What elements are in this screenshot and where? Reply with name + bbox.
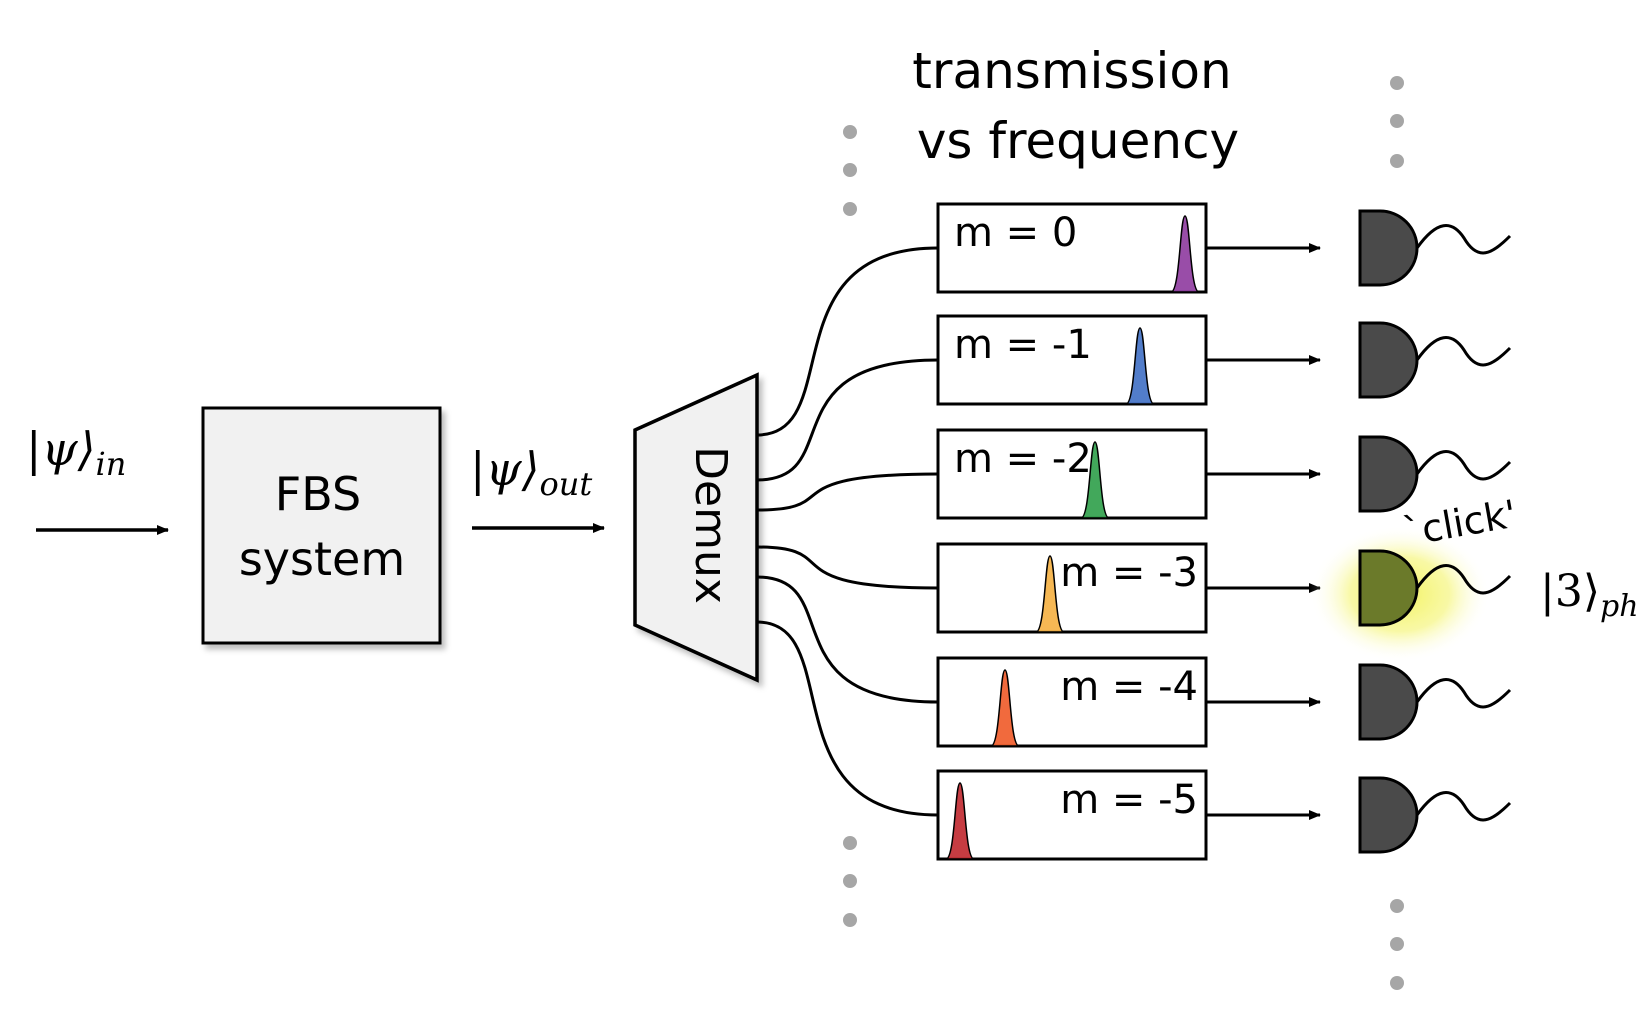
detector-icon — [1358, 321, 1419, 399]
photon-state-ket: |3⟩ph — [1540, 566, 1639, 624]
channel-row: m = -3 — [756, 526, 1512, 662]
fbs-system-box: FBS system — [201, 406, 442, 645]
detector-icon — [1358, 435, 1419, 513]
detector-wire — [1415, 564, 1512, 595]
channel-row: m = -5 — [756, 620, 1512, 861]
fiber-line — [756, 246, 939, 437]
ellipsis-dot — [843, 163, 857, 177]
demux-block: Demux — [633, 372, 759, 683]
fiber-line — [756, 575, 939, 704]
system-label-line2: system — [239, 532, 405, 586]
ellipsis-dot — [843, 913, 857, 927]
detector-icon — [1358, 209, 1419, 287]
detector-wire — [1415, 791, 1512, 822]
fiber-line — [756, 545, 939, 590]
output-state: |ψ⟩out — [470, 442, 605, 533]
transmission-peak — [1035, 555, 1065, 633]
channel-list: m = 0 m = -1 m = -2 m = -3 m = -4 m = -5 — [756, 202, 1512, 861]
channel-label: m = -4 — [1060, 664, 1198, 710]
transmission-peak — [1125, 327, 1155, 405]
ellipsis-dot — [1390, 114, 1404, 128]
transmission-heading: transmission vs frequency — [912, 42, 1239, 170]
channel-label: m = 0 — [954, 210, 1077, 256]
channel-label: m = -3 — [1060, 550, 1198, 596]
channel-label: m = -5 — [1060, 777, 1198, 823]
input-state: |ψ⟩in — [26, 422, 169, 535]
system-label-line1: FBS — [275, 467, 361, 521]
channel-label: m = -2 — [954, 436, 1092, 482]
channel-row: m = -1 — [756, 314, 1512, 482]
detector-wire — [1415, 450, 1512, 481]
transmission-box — [936, 542, 1208, 634]
ellipsis-dot — [1390, 154, 1404, 168]
ellipsis-dot — [843, 836, 857, 850]
detector-icon — [1358, 549, 1419, 627]
transmission-box — [936, 769, 1208, 861]
click-label: `click' — [1400, 492, 1520, 555]
ellipsis-dot — [1390, 899, 1404, 913]
fiber-line — [756, 358, 939, 482]
input-ket: |ψ⟩in — [26, 422, 126, 483]
detector-wire — [1415, 336, 1512, 367]
detector-icon — [1358, 663, 1419, 741]
detector-wire — [1415, 678, 1512, 709]
transmission-box — [936, 656, 1208, 748]
fiber-line — [756, 472, 939, 512]
channel-label: m = -1 — [954, 322, 1092, 368]
fiber-line — [756, 620, 939, 817]
transmission-box — [936, 314, 1208, 406]
heading-line2: vs frequency — [917, 112, 1239, 170]
transmission-peak — [1080, 441, 1110, 519]
channel-row: m = -2 — [756, 428, 1512, 520]
ellipsis-dot — [843, 202, 857, 216]
detector-icon — [1358, 776, 1419, 854]
demux-label: Demux — [685, 446, 736, 604]
transmission-box — [936, 202, 1208, 294]
ellipsis-dot — [1390, 976, 1404, 990]
output-ket: |ψ⟩out — [470, 442, 592, 503]
transmission-peak — [1170, 215, 1200, 293]
transmission-peak — [945, 782, 975, 860]
detector-wire — [1415, 224, 1512, 255]
heading-line1: transmission — [912, 42, 1231, 100]
ellipsis-dot — [843, 874, 857, 888]
ellipsis-dots — [843, 76, 1404, 990]
ellipsis-dot — [1390, 937, 1404, 951]
ellipsis-dot — [1390, 76, 1404, 90]
channel-row: m = 0 — [756, 202, 1512, 437]
transmission-peak — [990, 669, 1020, 747]
ellipsis-dot — [843, 125, 857, 139]
channel-row: m = -4 — [756, 575, 1512, 748]
